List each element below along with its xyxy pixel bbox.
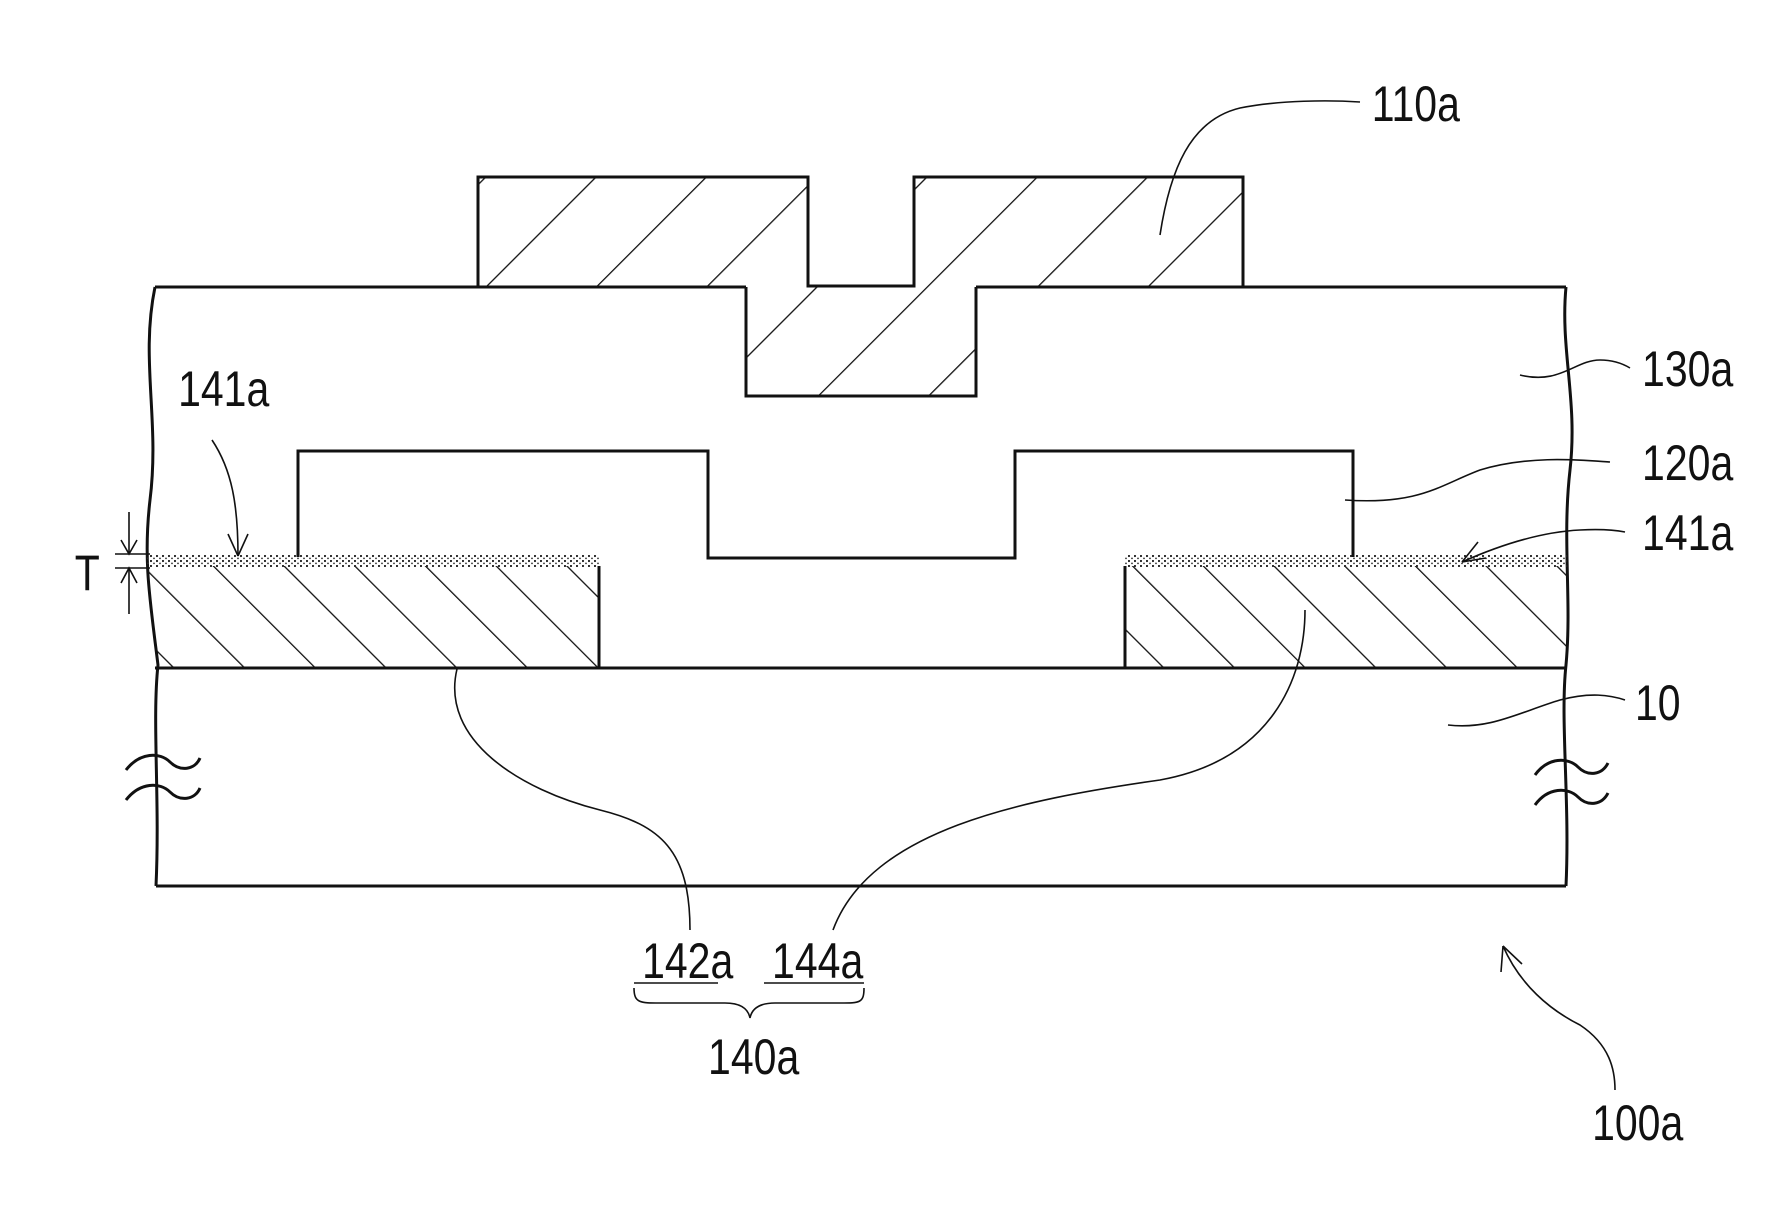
label-device: 100a <box>1592 1095 1684 1151</box>
label-semiconductor: 120a <box>1642 435 1734 491</box>
label-thickness: T <box>75 545 100 601</box>
break-mark-right <box>1535 760 1608 805</box>
label-gate: 110a <box>1372 76 1461 132</box>
thickness-indicator <box>115 512 150 614</box>
label-drain: 144a <box>772 933 864 989</box>
source-electrode <box>140 566 599 667</box>
surface-layer-left <box>140 555 599 567</box>
label-surface-right: 141a <box>1642 505 1734 561</box>
label-source-drain-group: 140a <box>708 1029 800 1085</box>
label-substrate: 10 <box>1635 675 1681 731</box>
surface-layer-right <box>1125 555 1575 567</box>
leader-surface-left <box>212 440 238 556</box>
semiconductor-layer <box>298 451 1353 558</box>
group-brace <box>634 988 864 1018</box>
label-passivation: 130a <box>1642 341 1734 397</box>
leader-device <box>1503 946 1615 1090</box>
drain-electrode <box>1125 566 1575 667</box>
leader-substrate <box>1448 695 1625 726</box>
leader-passivation <box>1520 360 1630 377</box>
break-mark-left <box>126 755 200 800</box>
leader-source <box>455 669 690 930</box>
label-source: 142a <box>642 933 734 989</box>
label-surface-left: 141a <box>178 361 270 417</box>
